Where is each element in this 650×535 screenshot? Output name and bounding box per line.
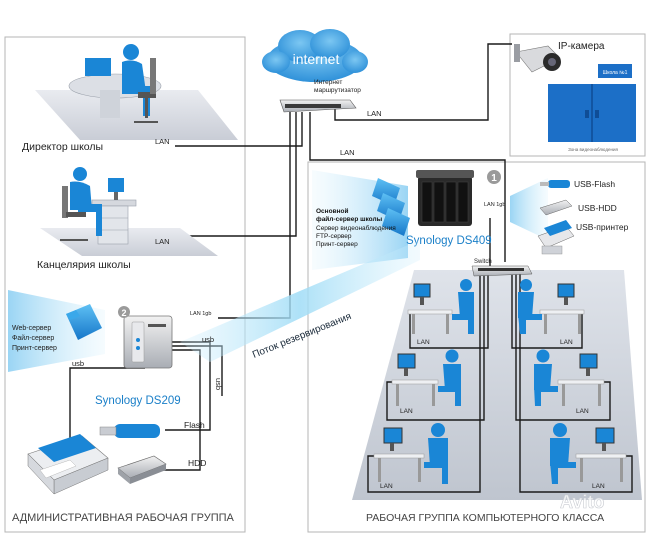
lan-label-office: LAN (155, 237, 170, 246)
ds209-usb-label-3: usb (214, 378, 223, 390)
lan-label-desk-5: LAN (380, 483, 393, 490)
ds209-role-0: Web-сервер (12, 325, 51, 332)
internet-cloud: internet (262, 29, 368, 82)
switch-icon (471, 265, 533, 277)
class-group-caption: РАБОЧАЯ ГРУППА КОМПЬЮТЕРНОГО КЛАССА (366, 512, 604, 524)
printer-icon (27, 434, 109, 495)
ds209-usb-label-2: usb (72, 359, 84, 368)
ds209-hdd-label: HDD (188, 458, 206, 468)
switch-label: Switch (474, 259, 492, 265)
admin-group-caption: АДМИНИСТРАТИВНАЯ РАБОЧАЯ ГРУППА (12, 512, 235, 524)
camera-frame (509, 33, 646, 157)
ds209-usb-label-1: usb (202, 335, 214, 344)
ds409-nas-icon (416, 170, 474, 226)
admin-group-frame (4, 36, 246, 533)
lan-label-desk-1: LAN (417, 339, 430, 346)
ds409-folders-icon (372, 178, 410, 236)
usb-printer-label: USB-принтер (576, 222, 629, 232)
router-label-line2: маршрутизатор (314, 87, 361, 94)
ds209-flash-label: Flash (184, 420, 205, 430)
class-group-frame (307, 161, 646, 533)
router-label-line1: Интернет (314, 79, 342, 86)
workstation-3: LAN (391, 349, 461, 415)
usb-printer-icon (537, 220, 575, 255)
person-director-icon (122, 44, 158, 123)
ds409-role-4: Принт-сервер (316, 241, 358, 248)
camera-sign: Школа №1 (603, 70, 628, 76)
hdd-icon (117, 455, 167, 484)
ds209-folder-icon (66, 304, 102, 340)
ds409-role-2: Сервер видеонаблюдения (316, 224, 396, 232)
lan-label-desk-2: LAN (560, 339, 573, 346)
lan-label-desk-6: LAN (592, 483, 605, 490)
person-office-icon (60, 167, 102, 241)
lan-label-camera: LAN (367, 109, 382, 118)
usb-flash-label: USB-Flash (574, 179, 615, 189)
ds409-port-label: LAN 1gb (484, 202, 505, 208)
lan-label-ds409: LAN (340, 148, 355, 157)
usb-flash-icon (540, 180, 570, 188)
ds209-name: Synology DS209 (95, 395, 181, 407)
usb-hdd-icon (539, 199, 573, 216)
person-icon (452, 279, 474, 334)
camera-zone-caption: Зона видеонаблюдения (568, 147, 618, 152)
workstation-6: LAN (550, 423, 627, 490)
person-icon (438, 349, 461, 406)
room-director: Директор школы (22, 141, 103, 153)
flash-drive-icon (99, 424, 160, 438)
avito-watermark: Avito (560, 492, 604, 512)
ds209-role-1: Файл-сервер (12, 334, 54, 342)
backup-stream-beam (180, 240, 420, 362)
ds409-role-3: FTP-сервер (316, 233, 352, 240)
lan-label-desk-3: LAN (400, 408, 413, 415)
lan-label-director: LAN (155, 137, 170, 146)
director-workplace (35, 44, 238, 140)
ds409-usb-beam (510, 178, 548, 240)
workstation-4: LAN (534, 349, 605, 415)
ip-camera: Школа №1 IP-камера Зона видеонаблюдения (514, 41, 636, 152)
person-icon (534, 349, 558, 406)
ds209-nas-icon (123, 315, 173, 369)
person-icon (518, 279, 542, 334)
ds409-badge-number: 1 (491, 173, 497, 184)
class-workstations: LAN LAN LAN (373, 279, 627, 490)
ds409-role-0: Основной (316, 207, 348, 215)
workstation-1: LAN (407, 279, 474, 346)
lan-label-desk-4: LAN (576, 408, 589, 415)
ds409-role-1: файл-сервер школы (316, 215, 383, 223)
internet-label: internet (293, 51, 340, 67)
ds409-name: Synology DS409 (406, 235, 492, 247)
ds209-badge-number: 2 (121, 308, 126, 318)
ds209-role-2: Принт-сервер (12, 345, 57, 352)
ds409-badge (487, 170, 501, 184)
workstation-2: LAN (518, 279, 585, 346)
ds209-port-label: LAN 1gb (190, 311, 211, 317)
room-office: Канцелярия школы (37, 259, 131, 271)
person-icon (550, 423, 576, 484)
workstation-5: LAN (373, 423, 448, 490)
office-workplace (40, 167, 218, 256)
usb-hdd-label: USB-HDD (578, 203, 617, 213)
monitor-office-icon (108, 178, 124, 200)
ds209-badge (118, 306, 130, 318)
person-icon (424, 423, 448, 484)
camera-title: IP-камера (558, 41, 605, 52)
router: Интернет маршрутизатор (279, 79, 361, 113)
camera-icon (514, 44, 561, 73)
